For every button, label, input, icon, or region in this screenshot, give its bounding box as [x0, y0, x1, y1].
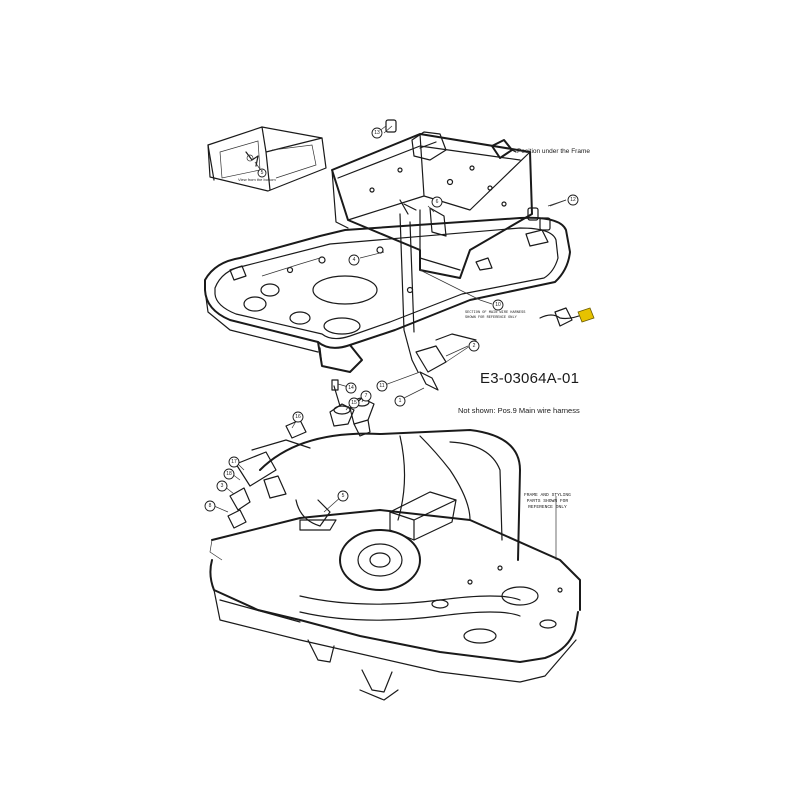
- svg-text:3: 3: [221, 483, 224, 489]
- callout-17: 17: [228, 456, 240, 468]
- svg-text:2: 2: [473, 343, 476, 349]
- callout-16: 16: [292, 411, 304, 423]
- not-shown-note: Not shown: Pos.9 Main wire harness: [458, 406, 580, 415]
- position-note: Position under the Frame: [517, 148, 590, 155]
- callout-14: 14: [345, 382, 357, 394]
- svg-text:8: 8: [209, 503, 212, 509]
- upper-frame: [204, 216, 571, 373]
- svg-text:6: 6: [436, 199, 439, 205]
- reference-note: SECTION OF MAIN WIRE HARNESS SHOWN FOR R…: [465, 311, 526, 320]
- callout-inset-5: 5: [257, 168, 267, 178]
- svg-text:1: 1: [399, 398, 402, 404]
- svg-text:7: 7: [365, 393, 368, 399]
- callout-7: 7: [360, 390, 372, 402]
- svg-text:14: 14: [348, 385, 354, 391]
- svg-text:13: 13: [374, 130, 380, 136]
- callout-8: 8: [204, 500, 216, 512]
- position-under-frame-part: [491, 139, 517, 159]
- callout-2: 2: [468, 340, 480, 352]
- callout-12: 12: [567, 194, 579, 206]
- callout-5: 5: [337, 490, 349, 502]
- svg-text:5: 5: [342, 493, 345, 499]
- inset-caption: View from the bottom: [238, 177, 276, 182]
- svg-text:17: 17: [231, 459, 237, 465]
- battery-box: [331, 131, 533, 373]
- callout-3: 3: [216, 480, 228, 492]
- svg-text:16: 16: [295, 414, 301, 420]
- callout-13: 13: [371, 127, 383, 139]
- svg-text:15: 15: [351, 400, 357, 406]
- callout-18: 18: [223, 468, 235, 480]
- svg-text:12: 12: [570, 197, 576, 203]
- ignition-cluster: [415, 333, 477, 391]
- callout-1: 1: [394, 395, 406, 407]
- frame-note: FRAME AND STYLING PARTS SHOWN FOR REFERE…: [524, 493, 571, 510]
- callout-4: 4: [348, 254, 360, 266]
- main-wire-harness-section: [539, 307, 595, 327]
- callout-11: 11: [376, 380, 388, 392]
- svg-text:18: 18: [226, 471, 232, 477]
- svg-text:11: 11: [379, 383, 384, 389]
- callout-10: 10: [492, 299, 504, 311]
- drawing-code: E3-03064A-01: [480, 370, 580, 387]
- lower-frame: [209, 419, 581, 701]
- svg-text:4: 4: [353, 257, 356, 263]
- callout-15: 15: [348, 397, 360, 409]
- svg-text:5: 5: [261, 170, 264, 176]
- callout-6: 6: [431, 196, 443, 208]
- svg-text:10: 10: [495, 302, 501, 308]
